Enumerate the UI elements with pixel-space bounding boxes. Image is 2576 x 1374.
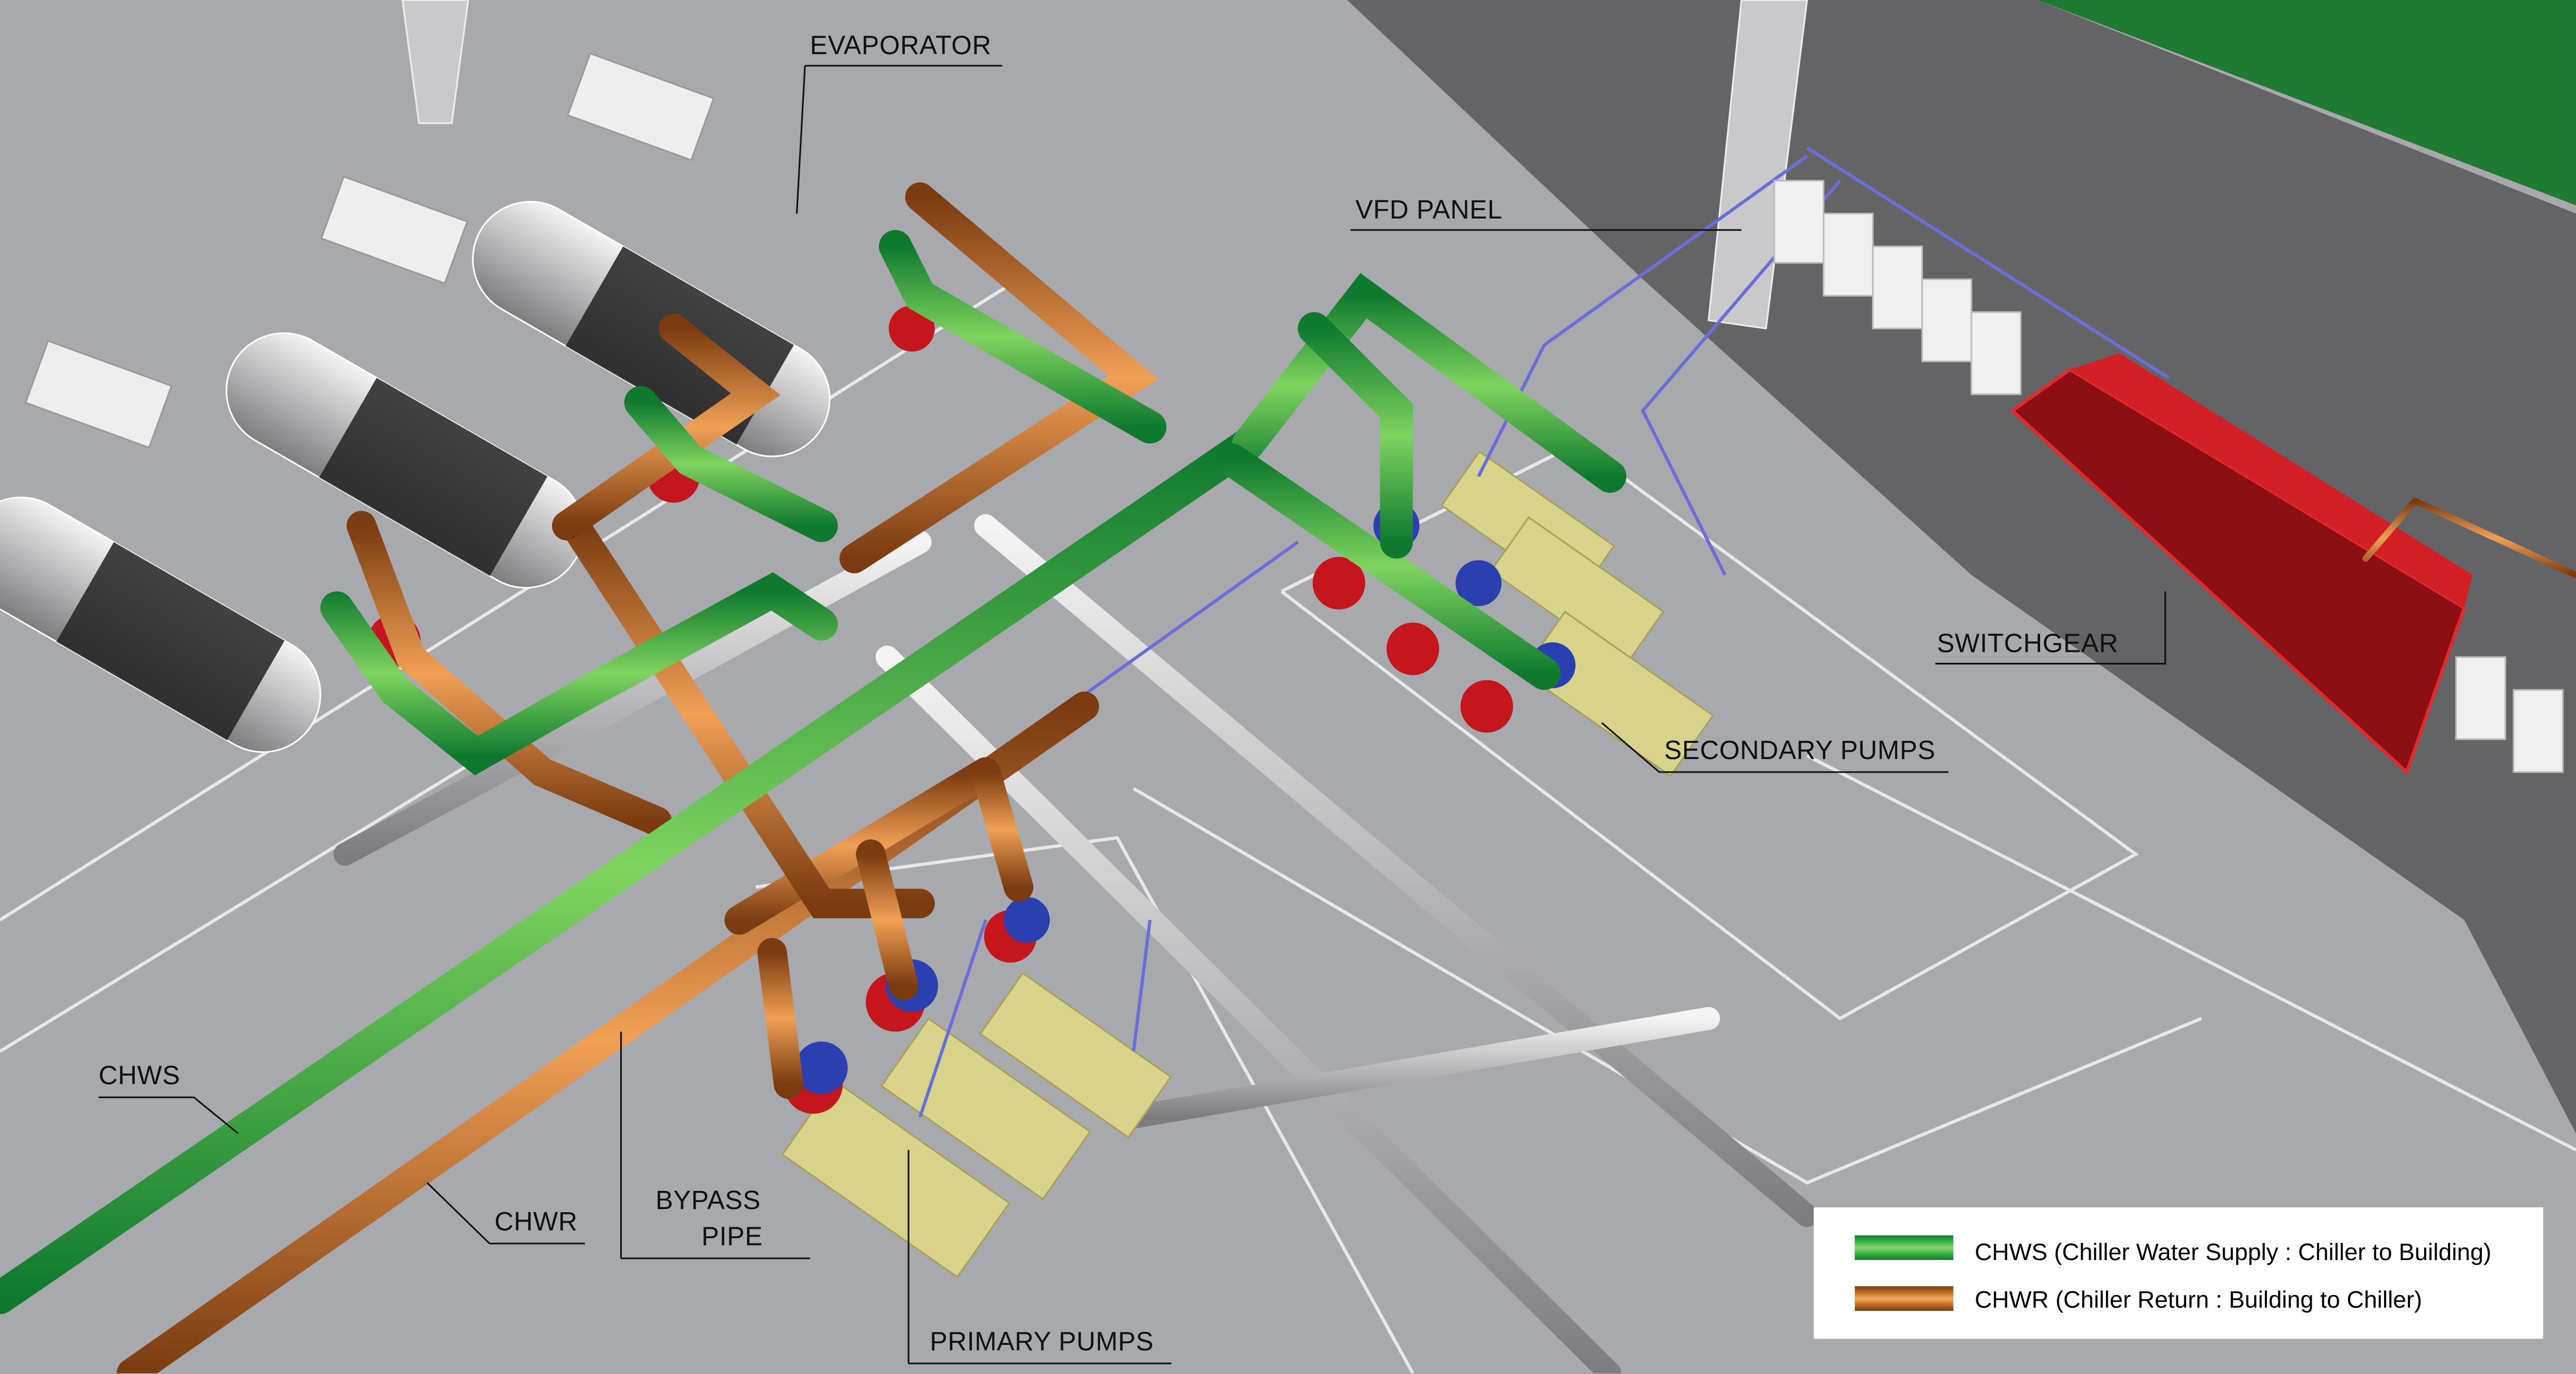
wall xyxy=(1347,0,2576,1134)
vfd-panels xyxy=(1773,179,2564,773)
label-chws: CHWS xyxy=(98,1062,181,1091)
label-vfd-panel: VFD PANEL xyxy=(1355,197,1503,225)
column xyxy=(1708,0,1808,330)
label-evaporator: EVAPORATOR xyxy=(810,33,992,61)
label-bypass-line2: PIPE xyxy=(701,1224,763,1252)
legend-swatch-chws xyxy=(1854,1235,1954,1260)
legend-label-chwr: CHWR (Chiller Return : Building to Chill… xyxy=(1975,1288,2423,1314)
chwr-pipes xyxy=(117,182,2576,1373)
column xyxy=(401,0,469,124)
label-primary-pumps: PRIMARY PUMPS xyxy=(930,1329,1154,1357)
legend-swatch-chwr xyxy=(1854,1286,1954,1311)
label-bypass-line1: BYPASS xyxy=(655,1187,761,1216)
primary-pumps xyxy=(781,972,1172,1278)
chws-pipes xyxy=(0,230,1626,1315)
label-switchgear: SWITCHGEAR xyxy=(1937,631,2119,659)
switchgear-unit xyxy=(2009,353,2473,775)
legend-label-chws: CHWS (Chiller Water Supply : Chiller to … xyxy=(1975,1240,2492,1267)
label-chwr: CHWR xyxy=(494,1209,578,1237)
label-secondary-pumps: SECONDARY PUMPS xyxy=(1664,737,1936,766)
legend: CHWS (Chiller Water Supply : Chiller to … xyxy=(1813,1207,2543,1339)
